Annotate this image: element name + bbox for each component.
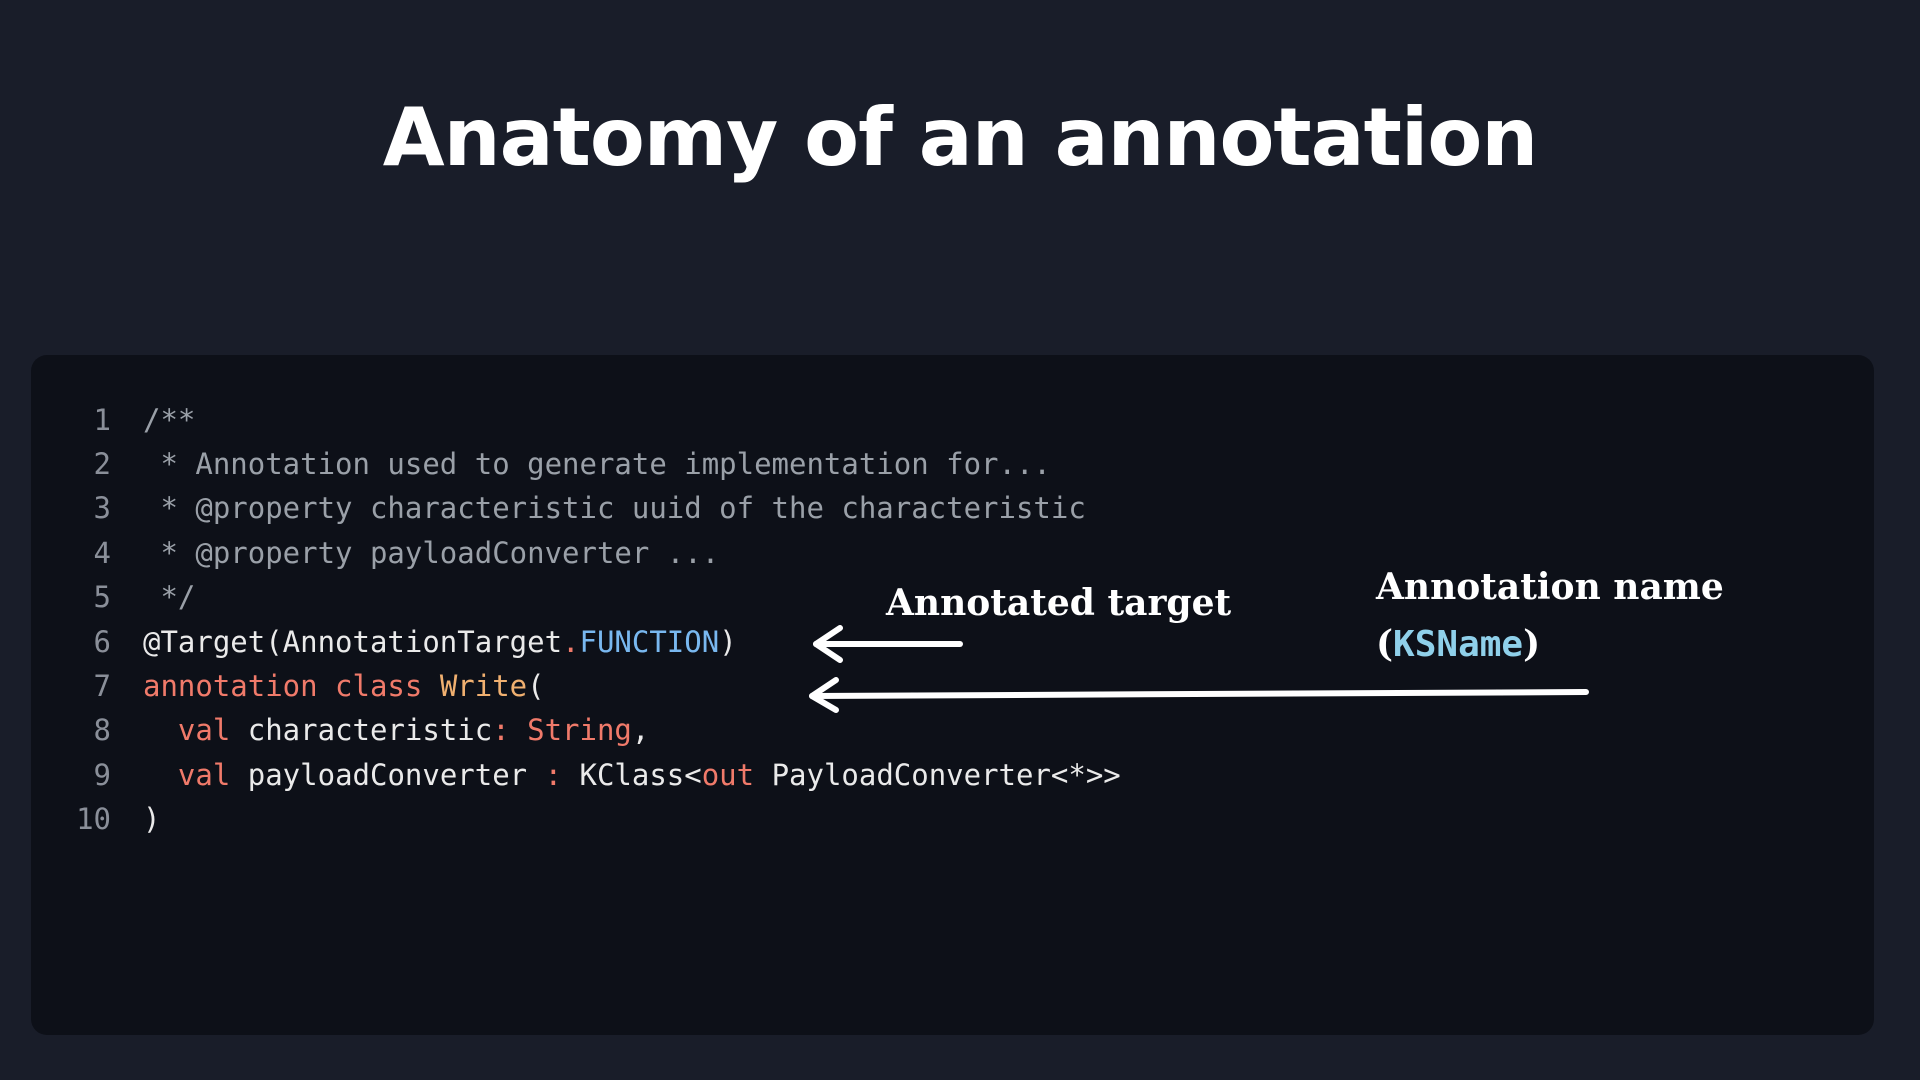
annotation-name-label: Annotation name (1376, 566, 1724, 608)
code-token: payloadConverter (247, 758, 545, 792)
code-token: : (544, 758, 580, 792)
code-token: , (631, 713, 650, 747)
code-token: PayloadConverter<*>> (754, 758, 1121, 792)
line-number: 7 (93, 669, 111, 703)
code-token: Write (439, 669, 528, 703)
ksname-label: (KSName) (1376, 616, 1540, 673)
line-number: 8 (93, 713, 111, 747)
code-token: ( (527, 669, 545, 703)
code-token: /** (143, 403, 196, 437)
code-token: ) (719, 625, 737, 659)
annotated-target-label: Annotated target (886, 582, 1232, 624)
line-number: 2 (93, 447, 111, 481)
code-token: ) (143, 802, 161, 836)
code-content: */ (143, 575, 195, 619)
ksname-close-paren: ) (1523, 623, 1541, 665)
code-token: * @property payloadConverter ... (143, 536, 720, 570)
code-content: * @property characteristic uuid of the c… (143, 486, 1086, 530)
code-token: characteristic (247, 713, 493, 747)
code-content: ) (143, 797, 160, 841)
code-content: val payloadConverter : KClass<out Payloa… (143, 753, 1121, 797)
line-number: 5 (93, 580, 111, 614)
code-token: val (143, 713, 248, 747)
slide-title: Anatomy of an annotation (382, 91, 1538, 184)
code-token: val (143, 758, 248, 792)
line-number: 3 (93, 491, 111, 525)
code-content: * @property payloadConverter ... (143, 531, 719, 575)
code-token: * @property characteristic uuid of the c… (143, 491, 1086, 525)
code-token: */ (143, 580, 196, 614)
code-content: * Annotation used to generate implementa… (143, 442, 1051, 486)
code-token: * Annotation used to generate implementa… (143, 447, 1051, 481)
code-content: @Target(AnnotationTarget.FUNCTION) (143, 620, 737, 664)
code-token: annotation class (143, 669, 440, 703)
code-token: FUNCTION (579, 625, 720, 659)
line-number: 4 (93, 536, 111, 570)
code-token: KClass< (579, 758, 702, 792)
code-panel: 1 /** 2 * Annotation used to generate imp… (31, 355, 1874, 1035)
code-token: out (701, 758, 755, 792)
line-number: 6 (93, 625, 111, 659)
ksname-code: KSName (1393, 624, 1524, 665)
line-number: 1 (93, 403, 111, 437)
code-token: . (562, 625, 580, 659)
code-content: annotation class Write( (143, 664, 545, 708)
line-number: 10 (76, 802, 111, 836)
line-number: 9 (93, 758, 111, 792)
code-token: : String (492, 713, 632, 747)
ksname-open-paren: ( (1376, 623, 1394, 665)
code-content: /** (143, 398, 195, 442)
code-token: @Target(AnnotationTarget (143, 625, 563, 659)
code-content: val characteristic: String, (143, 708, 649, 752)
